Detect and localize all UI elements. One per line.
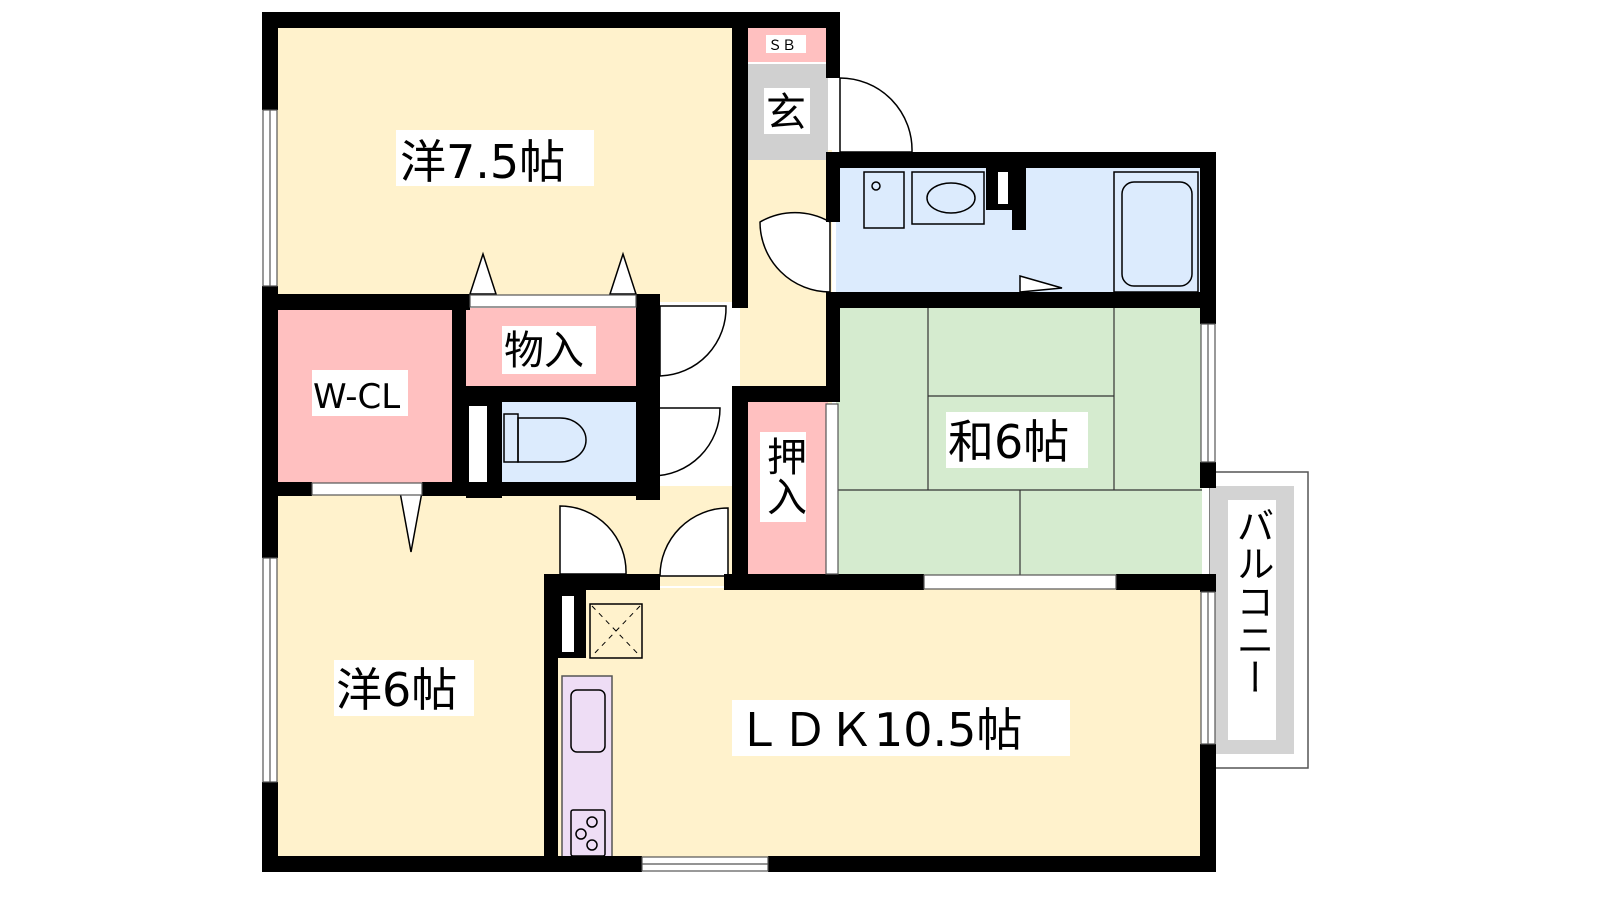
label-ldk: ＬＤＫ10.5帖 [736, 703, 1022, 757]
toilet-door-icon [651, 407, 721, 477]
toilet-icon [503, 413, 587, 463]
kitchen-counter [561, 675, 613, 859]
ldk-door-icon [659, 507, 729, 577]
label-western-75: 洋7.5帖 [400, 135, 565, 189]
label-western-6: 洋6帖 [336, 663, 457, 717]
label-entrance: 玄 [766, 90, 806, 136]
balcony-label: バルコニー [1230, 506, 1274, 696]
washing-machine-icon [863, 171, 905, 229]
entrance-door-icon [839, 77, 913, 153]
kitchen-sink-icon [570, 689, 606, 753]
washroom-door-icon [759, 211, 831, 293]
western6-door-icon [559, 505, 627, 575]
label-shoe-box: ＳＢ [768, 38, 796, 54]
label-closet: 押入 [760, 436, 806, 516]
balcony: バルコニー [1209, 471, 1309, 769]
label-walk-in-closet: W-CL [313, 377, 400, 417]
storage-door-icon [659, 305, 727, 377]
toilet [500, 402, 640, 484]
sliding-door-arrows [399, 251, 1063, 553]
tatami-lines [836, 304, 1202, 578]
label-japanese-6: 和6帖 [948, 415, 1069, 469]
walls [262, 12, 1216, 872]
label-storage: 物入 [504, 328, 584, 374]
pipe-space-bath [998, 172, 1008, 204]
windows [262, 109, 1216, 872]
pipe-space [469, 406, 487, 482]
refrigerator-space-icon [589, 603, 643, 659]
sink-icon [911, 171, 985, 225]
room-labels: 洋7.5帖 洋6帖 和6帖 ＬＤＫ10.5帖 W-CL 物入 押入 玄 ＳＢ [312, 35, 1088, 757]
pipe-space-kitchen [562, 596, 574, 652]
door-swings [559, 77, 913, 577]
